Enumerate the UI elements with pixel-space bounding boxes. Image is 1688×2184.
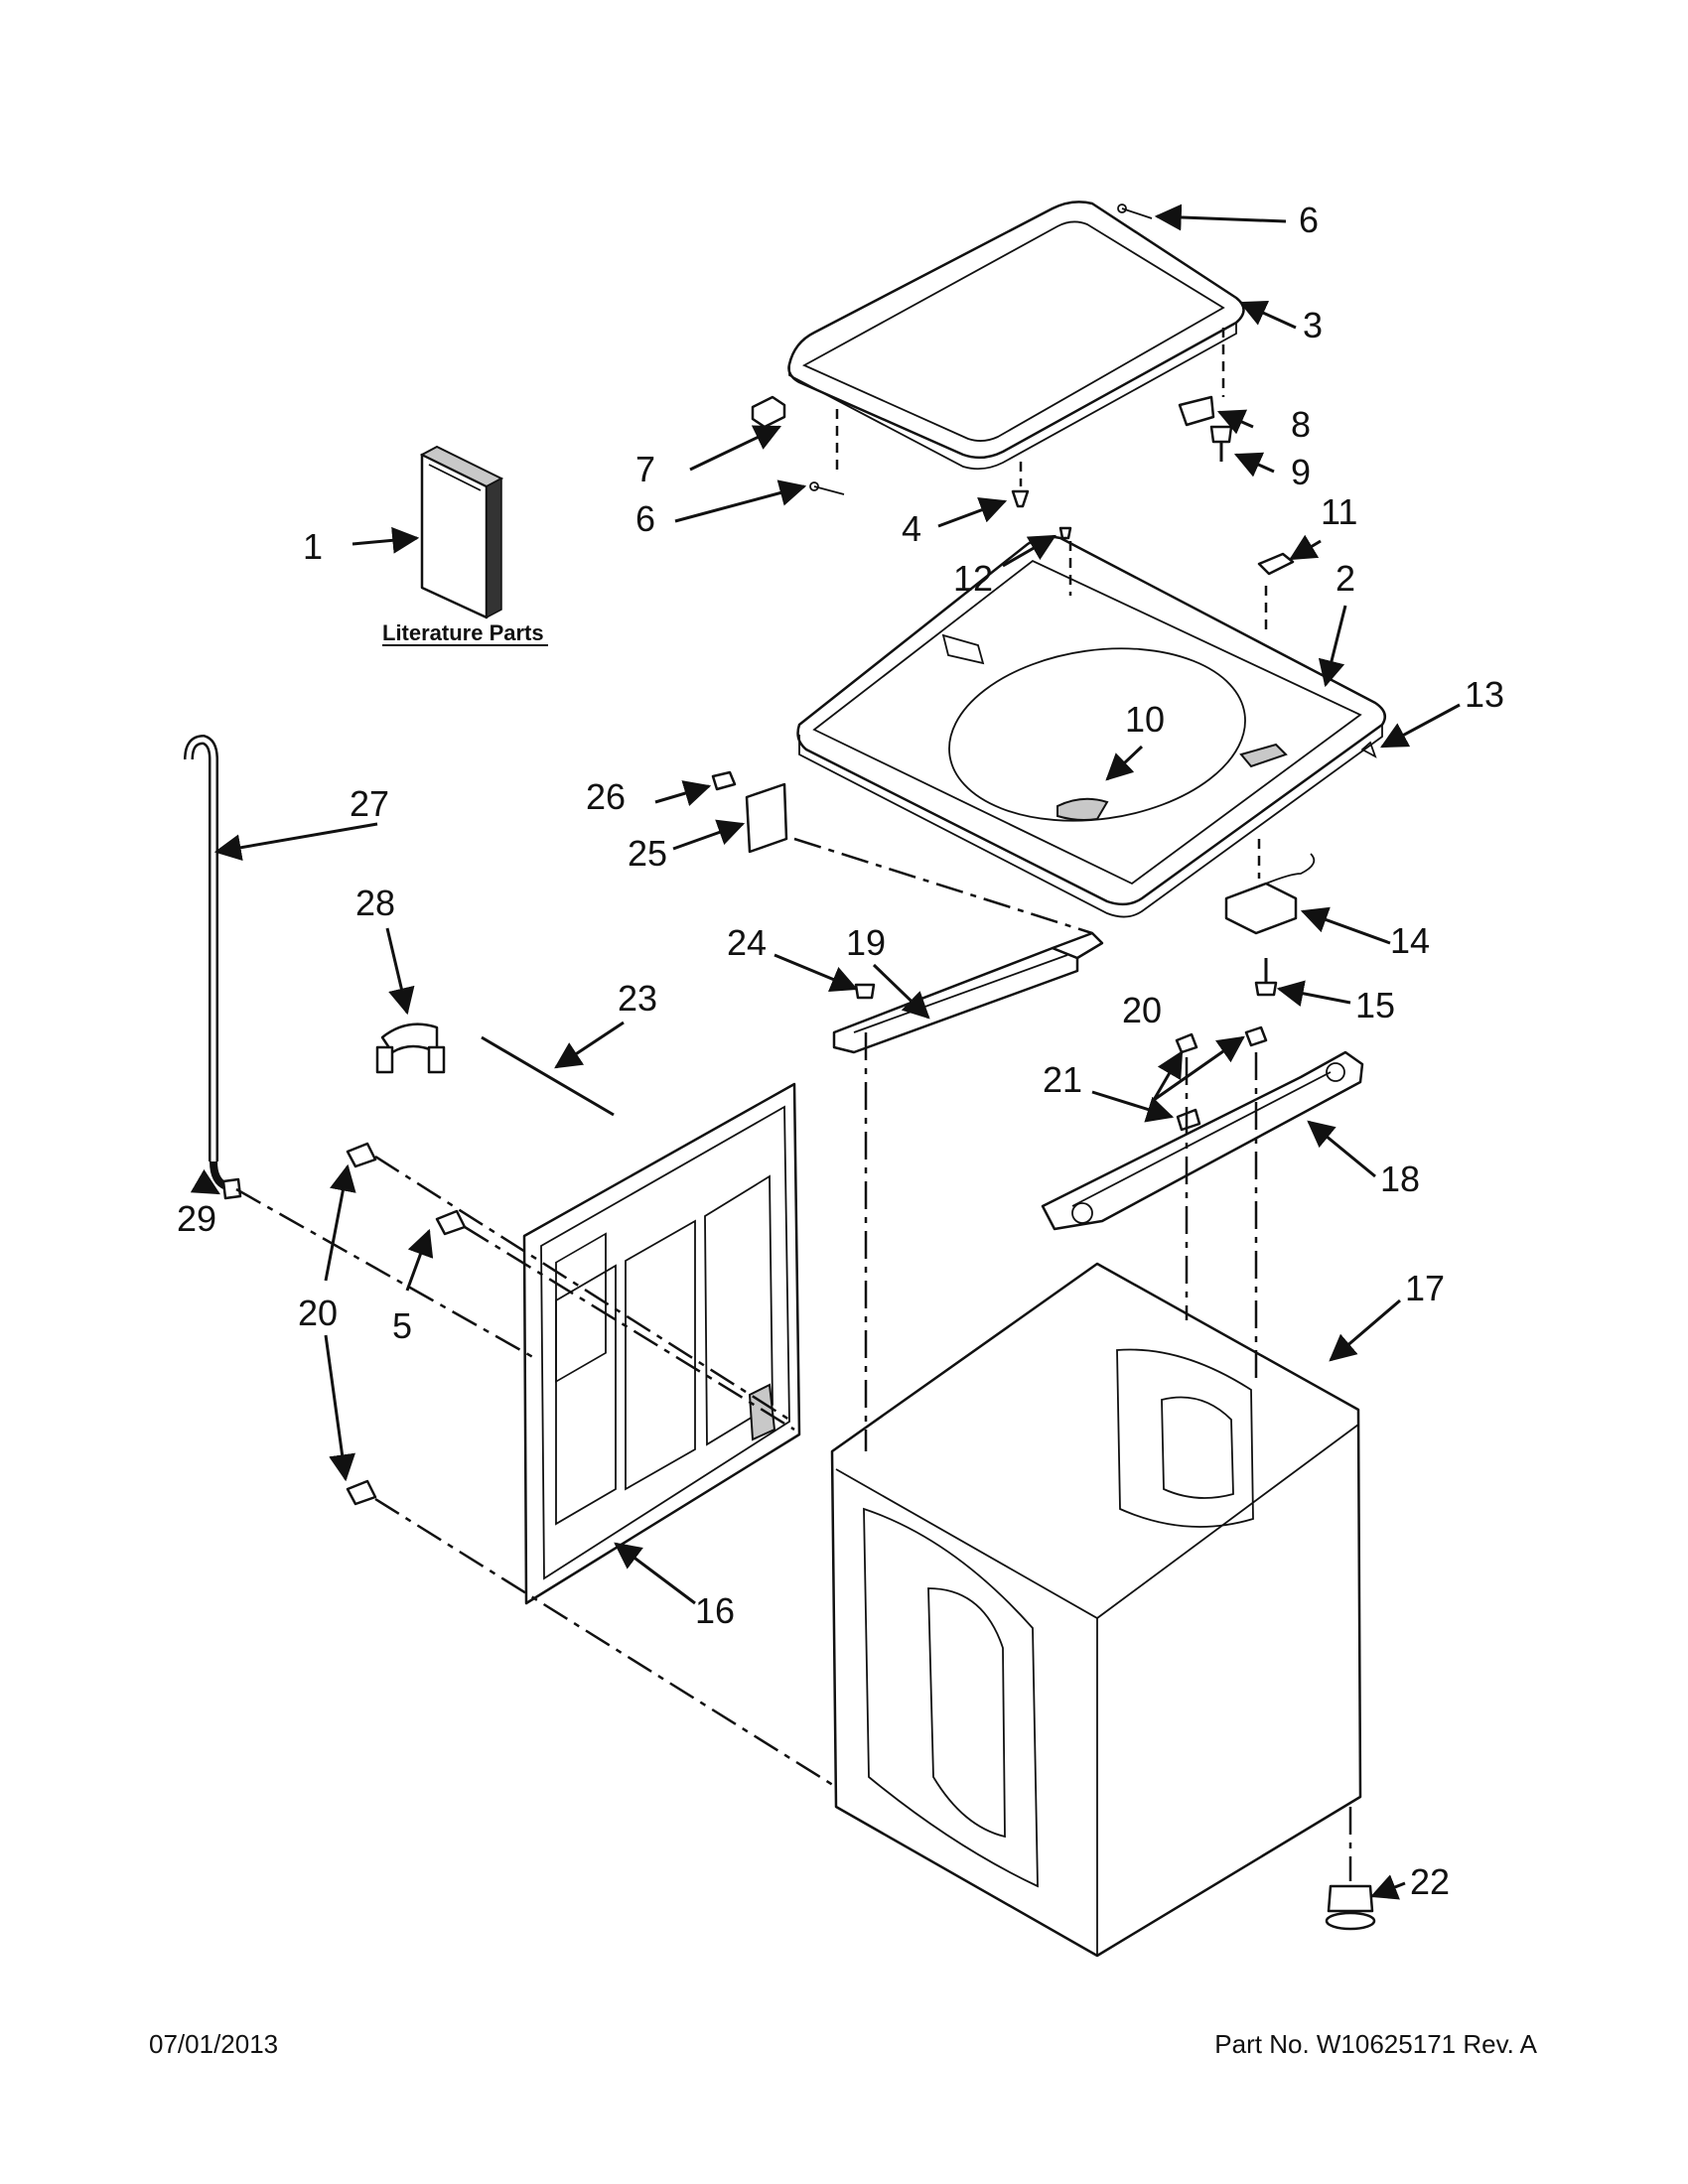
callout-17: 17 [1405,1268,1445,1308]
callout-6: 6 [635,498,655,539]
callout-23: 23 [618,978,657,1019]
callout-29: 29 [177,1198,216,1239]
callout-2: 2 [1336,558,1355,599]
callout-28: 28 [355,883,395,923]
callout-3: 3 [1303,305,1323,345]
callout-7: 7 [635,449,655,489]
callout-numbers: 6 3 8 9 7 6 4 1 11 12 2 13 10 26 27 25 2… [177,200,1504,1902]
callout-11: 11 [1321,491,1357,532]
literature-parts-label: Literature Parts [382,620,544,645]
callout-14: 14 [1390,920,1430,961]
footer-part-number: Part No. W10625171 Rev. A [1214,2029,1537,2059]
callout-16: 16 [695,1590,735,1631]
callout-6: 6 [1299,200,1319,240]
footer-date: 07/01/2013 [149,2029,278,2059]
callout-18: 18 [1380,1159,1420,1199]
ground-rod [481,1035,615,1117]
drain-hose [184,734,228,1190]
literature-label: Literature Parts [382,620,548,646]
literature-booklet [419,445,504,619]
callout-4: 4 [902,508,921,549]
callout-20: 20 [1122,990,1162,1030]
callout-8: 8 [1291,404,1311,445]
top-panel [796,535,1387,918]
callout-9: 9 [1291,452,1311,492]
callout-20: 20 [298,1293,338,1333]
callout-10: 10 [1125,699,1165,740]
callout-15: 15 [1355,985,1395,1025]
callout-13: 13 [1465,674,1504,715]
callout-22: 22 [1410,1861,1450,1902]
hardware [221,204,1377,1931]
washer-lid [787,201,1245,471]
callout-25: 25 [628,833,667,874]
callout-5: 5 [392,1305,412,1346]
alignment-lines [235,328,1352,1881]
callout-27: 27 [350,783,389,824]
rear-panel [522,1082,801,1605]
callout-19: 19 [846,922,886,963]
callout-24: 24 [727,922,767,963]
hose-clip [375,1023,446,1074]
callout-26: 26 [586,776,626,817]
callout-12: 12 [953,558,993,599]
leader-arrows [190,204,1461,1900]
callout-21: 21 [1043,1059,1082,1100]
callout-1: 1 [303,526,323,567]
top-rail-left [832,931,1104,1054]
top-rail-right [1041,1050,1364,1231]
cabinet [830,1262,1362,1958]
